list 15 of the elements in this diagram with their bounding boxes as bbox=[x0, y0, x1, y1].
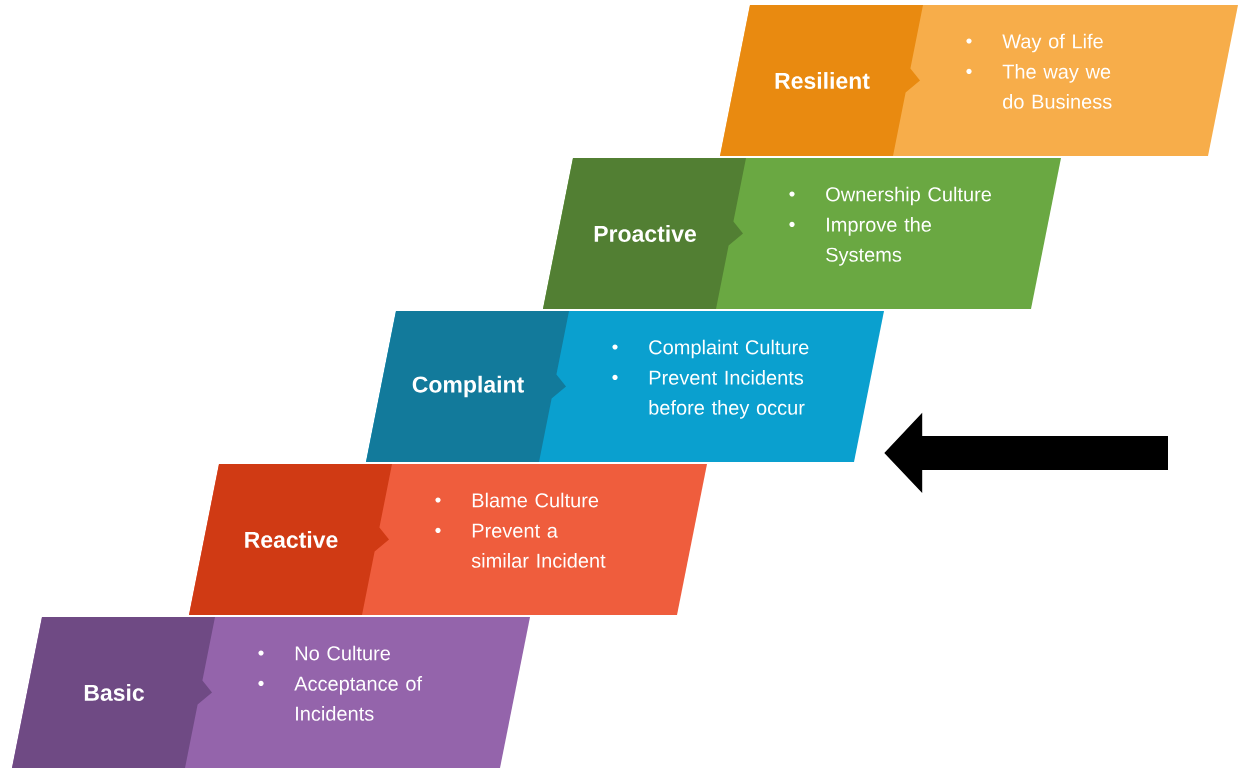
bullet-item: No Culture bbox=[258, 645, 390, 661]
step-title: Reactive bbox=[245, 531, 338, 548]
bullet-item: Ownership Culture bbox=[789, 186, 991, 206]
bullet-item: Prevent Incidents before they occur bbox=[612, 370, 805, 419]
bullet-item: Prevent a similar Incident bbox=[435, 523, 606, 568]
bullet-item: Way of Life bbox=[966, 33, 1103, 53]
bullet-item: Improve the Systems bbox=[789, 217, 931, 266]
bullet-item: Acceptance of Incidents bbox=[258, 676, 423, 721]
bullet-item: Complaint Culture bbox=[612, 339, 809, 359]
step-title: Resilient bbox=[775, 72, 870, 89]
bullet-item: Blame Culture bbox=[435, 492, 599, 508]
step-title: Basic bbox=[84, 684, 144, 701]
step-title: Complaint bbox=[412, 375, 524, 398]
bullet-item: The way we do Business bbox=[966, 64, 1112, 109]
step-title: Proactive bbox=[594, 225, 696, 242]
